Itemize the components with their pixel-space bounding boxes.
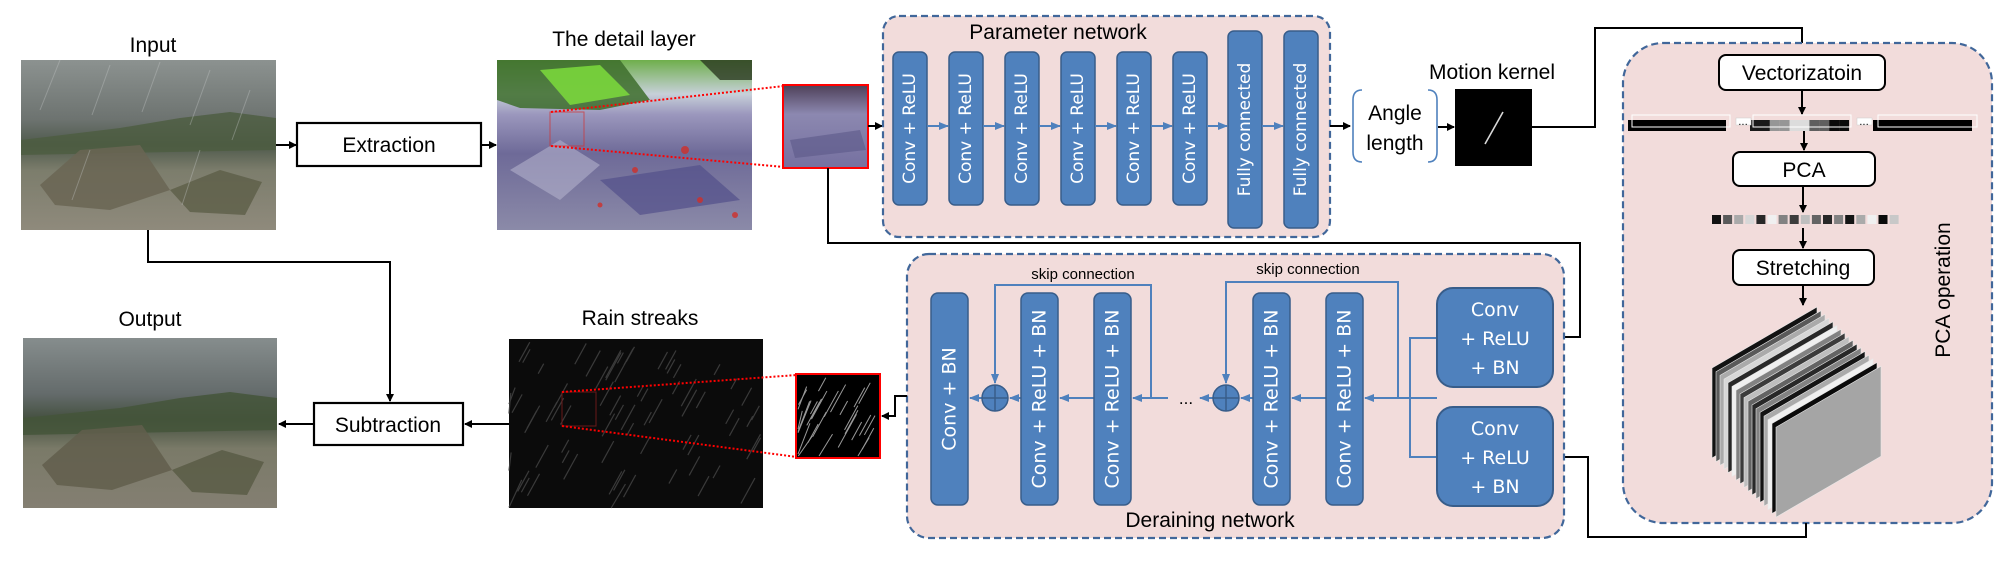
vectorization-label: Vectorizatoin xyxy=(1742,62,1862,85)
conv-relu-layer: Conv + ReLU xyxy=(1060,51,1096,206)
conv-relu-layer: Conv + ReLU xyxy=(1116,51,1152,206)
angle-length-output: Angle length xyxy=(1352,89,1438,163)
elementwise-sum-icon xyxy=(981,384,1009,412)
connector-kernel-to-pca xyxy=(1532,27,1803,128)
input-conv-top-line2: + ReLU xyxy=(1460,328,1530,350)
rain-zoom-projection xyxy=(561,374,798,458)
feature-slice xyxy=(1775,365,1882,518)
connector-patch-to-deraining xyxy=(827,168,1581,341)
input-rainy-image xyxy=(21,59,276,230)
skip-connection-2 xyxy=(1222,281,1399,398)
layer-label: Fully connected xyxy=(1291,63,1311,197)
fully-connected-layer: Fully connected xyxy=(1227,30,1263,229)
pca-coefficient xyxy=(1845,215,1855,224)
layer-label: Conv + ReLU xyxy=(1180,73,1200,184)
pca-operation-title: PCA operation xyxy=(1932,222,1955,357)
connector-pca-to-deraining xyxy=(1555,453,1807,538)
conv-bn-layer: Conv + BN xyxy=(930,292,969,506)
layer-label: Conv + ReLU xyxy=(900,73,920,184)
vector-ellipsis-2: ... xyxy=(1859,117,1869,128)
stretched-feature-maps xyxy=(1711,306,1882,518)
angle-label: Angle xyxy=(1368,102,1422,125)
input-conv-block-top: Conv + ReLU + BN xyxy=(1436,287,1554,388)
stretching-label: Stretching xyxy=(1756,257,1851,280)
pca-coefficient xyxy=(1811,215,1821,224)
extraction-box xyxy=(295,121,483,168)
pca-coefficient xyxy=(1756,215,1766,224)
conv-relu-bn-layer: Conv + ReLU + BN xyxy=(1252,292,1291,506)
elementwise-sum-icon xyxy=(1212,384,1240,412)
layer-label: Conv + BN xyxy=(939,347,961,450)
pca-coefficient xyxy=(1823,215,1832,224)
layer-label: Conv + ReLU + BN xyxy=(1261,309,1283,488)
pca-coefficient xyxy=(1834,215,1844,224)
pca-coefficient xyxy=(1712,215,1721,224)
rain-streaks-label: Rain streaks xyxy=(582,307,699,330)
skip-connection-label-2: skip connection xyxy=(1256,261,1359,278)
vectorized-kernel-bars: ... ... xyxy=(1628,114,1978,131)
pca-coefficient xyxy=(1745,215,1755,224)
layer-label: Conv + ReLU xyxy=(956,73,976,184)
extraction-label: Extraction xyxy=(342,134,435,157)
detail-layer-label: The detail layer xyxy=(552,28,696,51)
pca-coefficient xyxy=(1800,215,1810,224)
pca-coefficient xyxy=(1878,215,1888,224)
conv-relu-layer: Conv + ReLU xyxy=(1004,51,1040,206)
rain-zoom-patch xyxy=(795,373,881,459)
pca-coefficient xyxy=(1867,215,1877,224)
conv-relu-bn-layer: Conv + ReLU + BN xyxy=(1020,292,1059,506)
input-conv-bottom-line3: + BN xyxy=(1470,476,1519,498)
input-conv-bottom-line1: Conv xyxy=(1471,418,1519,440)
motion-kernel-image xyxy=(1455,89,1532,166)
motion-kernel-label: Motion kernel xyxy=(1429,61,1555,84)
subtraction-label: Subtraction xyxy=(335,414,441,437)
pca-coefficient xyxy=(1778,215,1788,224)
input-label: Input xyxy=(130,34,177,57)
parameter-network-layers: Conv + ReLU Conv + ReLU Conv + ReLU Conv + … xyxy=(892,30,1319,229)
input-conv-bottom-line2: + ReLU xyxy=(1460,447,1530,469)
layer-label: Conv + ReLU + BN xyxy=(1029,309,1051,488)
pca-coefficient xyxy=(1789,215,1799,224)
conv-relu-layer: Conv + ReLU xyxy=(1172,51,1208,206)
input-conv-top-line3: + BN xyxy=(1470,357,1519,379)
deraining-network-title: Deraining network xyxy=(1125,509,1295,532)
detail-zoom-projection xyxy=(550,85,785,168)
deraining-flow-arrows xyxy=(969,337,1437,458)
vector-ellipsis-1: ... xyxy=(1738,117,1748,128)
output-label: Output xyxy=(118,308,181,331)
output-derained-image xyxy=(23,338,277,508)
pca-label: PCA xyxy=(1782,159,1825,182)
skip-connection-label-1: skip connection xyxy=(1031,266,1134,283)
layer-label: Conv + ReLU xyxy=(1068,73,1088,184)
conv-relu-bn-layer: Conv + ReLU + BN xyxy=(1093,292,1132,506)
fully-connected-layer: Fully connected xyxy=(1283,30,1319,229)
pca-coefficient xyxy=(1734,215,1744,224)
connector-deraining-to-rain-patch xyxy=(881,395,907,420)
layer-label: Conv + ReLU + BN xyxy=(1334,309,1356,488)
detail-layer-image xyxy=(497,60,752,230)
conv-relu-layer: Conv + ReLU xyxy=(892,51,928,206)
deraining-ellipsis: ... xyxy=(1179,389,1193,408)
pca-coefficient xyxy=(1889,215,1899,224)
pca-coefficient-vector xyxy=(1712,215,1899,224)
layer-label: Conv + ReLU + BN xyxy=(1102,309,1124,488)
layer-label: Fully connected xyxy=(1235,63,1255,197)
input-conv-top-line1: Conv xyxy=(1471,299,1519,321)
deraining-network-layers: Conv + BN Conv + ReLU + BN Conv + ReLU + B… xyxy=(930,292,1364,506)
connector-input-to-subtraction xyxy=(147,230,394,402)
detail-zoom-patch xyxy=(782,84,869,169)
pca-coefficient xyxy=(1856,215,1866,224)
rain-streaks-image xyxy=(508,339,763,509)
input-conv-block-bottom: Conv + ReLU + BN xyxy=(1436,406,1554,507)
pca-coefficient xyxy=(1723,215,1733,224)
conv-relu-bn-layer: Conv + ReLU + BN xyxy=(1325,292,1364,506)
layer-label: Conv + ReLU xyxy=(1012,73,1032,184)
conv-relu-layer: Conv + ReLU xyxy=(948,51,984,206)
layer-label: Conv + ReLU xyxy=(1124,73,1144,184)
parameter-network-title: Parameter network xyxy=(969,21,1147,44)
skip-connection-1 xyxy=(991,284,1152,398)
pca-coefficient xyxy=(1767,215,1777,224)
length-label: length xyxy=(1366,132,1423,155)
